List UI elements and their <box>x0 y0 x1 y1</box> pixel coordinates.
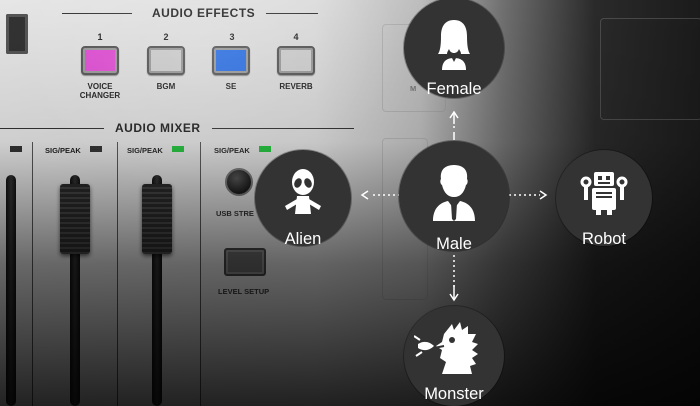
voice-label-alien: Alien <box>284 230 322 248</box>
male-person-icon <box>433 165 475 221</box>
alien-icon <box>285 169 321 214</box>
female-person-icon <box>438 20 470 70</box>
robot-icon <box>580 172 628 215</box>
monster-icon <box>414 322 478 374</box>
voice-label-female: Female <box>426 80 482 98</box>
voice-label-robot: Robot <box>581 230 627 248</box>
voice-label-male: Male <box>436 235 472 253</box>
voice-label-monster: Monster <box>424 385 484 403</box>
